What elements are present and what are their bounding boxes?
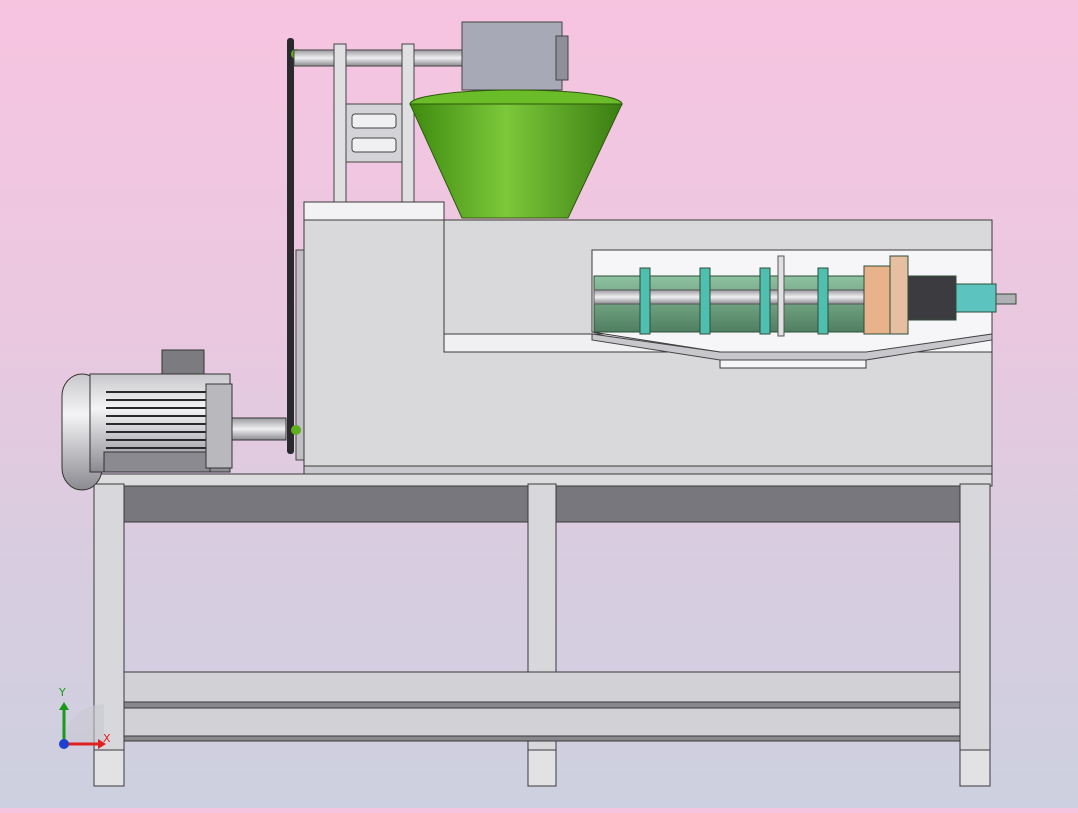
belt-drive (287, 38, 307, 461)
electric-motor (61, 349, 287, 491)
feed-hopper (409, 89, 623, 219)
upper-shaft-assembly (293, 21, 569, 205)
oil-tray (591, 333, 993, 361)
coordinate-triad (59, 702, 106, 749)
press-cage (593, 255, 1017, 337)
x-axis-label: X (103, 732, 111, 745)
y-axis-label: Y (59, 686, 66, 699)
press-housing (303, 201, 993, 475)
table-frame (91, 473, 993, 787)
